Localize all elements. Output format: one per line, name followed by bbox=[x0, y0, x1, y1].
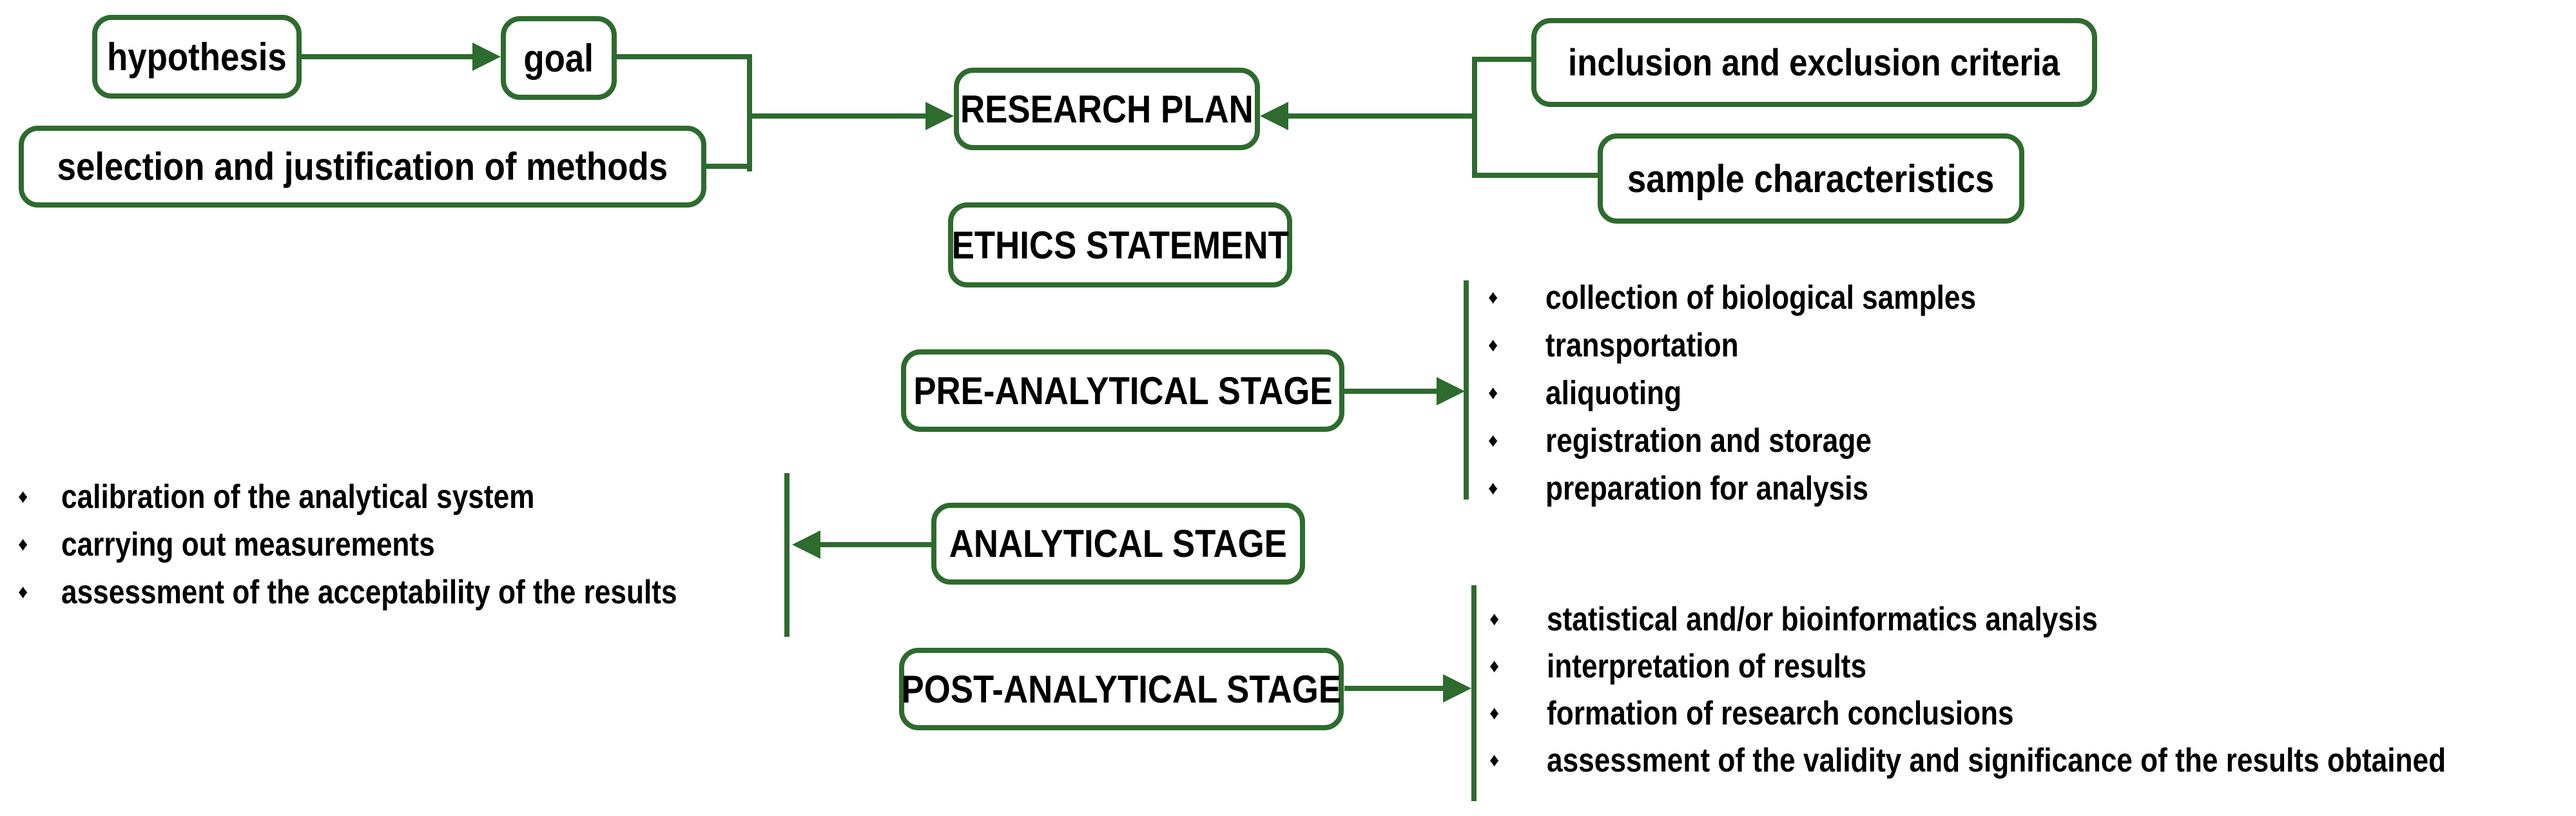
list-item: ♦ registration and storage bbox=[1479, 417, 2568, 465]
list-item-text: collection of biological samples bbox=[1545, 279, 1977, 316]
node-inclusion-exclusion-criteria-label: inclusion and exclusion criteria bbox=[1568, 41, 2060, 84]
connector-analytical-list bbox=[820, 542, 931, 547]
list-item-text: assessment of the validity and significa… bbox=[1547, 741, 2446, 779]
node-post-analytical-stage-label: POST-ANALYTICAL STAGE bbox=[901, 667, 1342, 711]
list-item: ♦ collection of biological samples bbox=[1479, 274, 2568, 322]
list-item-text: statistical and/or bioinformatics analys… bbox=[1547, 600, 2098, 638]
node-sample-characteristics: sample characteristics bbox=[1598, 133, 2024, 224]
list-item-text: aliquoting bbox=[1545, 374, 1682, 412]
node-ethics-statement: ETHICS STATEMENT bbox=[948, 202, 1292, 287]
list-item: ♦ assessment of the validity and signifi… bbox=[1480, 737, 2570, 784]
connector-post-analytical-list bbox=[1344, 686, 1444, 691]
analytical-list-bar bbox=[784, 473, 789, 637]
list-item-text: registration and storage bbox=[1545, 422, 1872, 460]
list-item: ♦ formation of research conclusions bbox=[1480, 690, 2570, 737]
node-methods: selection and justification of methods bbox=[19, 126, 706, 208]
connector-junction-research-plan-right bbox=[1288, 113, 1475, 119]
connector-left-junction-vertical bbox=[747, 54, 752, 171]
connector-goal-junction bbox=[614, 54, 752, 59]
analytical-list: ♦ calibration of the analytical system ♦… bbox=[12, 473, 779, 616]
list-item-text: formation of research conclusions bbox=[1547, 694, 2014, 732]
list-item-text: calibration of the analytical system bbox=[61, 478, 535, 516]
list-item-text: interpretation of results bbox=[1547, 647, 1867, 685]
node-pre-analytical-stage: PRE-ANALYTICAL STAGE bbox=[901, 349, 1344, 432]
list-item-text: carrying out measurements bbox=[61, 526, 435, 563]
bullet-icon: ♦ bbox=[18, 581, 28, 603]
node-pre-analytical-stage-label: PRE-ANALYTICAL STAGE bbox=[913, 369, 1333, 413]
node-analytical-stage-label: ANALYTICAL STAGE bbox=[949, 522, 1288, 565]
arrowhead-right-pre-analytical-icon bbox=[1437, 377, 1465, 405]
pre-analytical-list-bar bbox=[1464, 280, 1469, 500]
connector-pre-analytical-list bbox=[1344, 389, 1438, 394]
list-item: ♦ transportation bbox=[1479, 322, 2568, 369]
list-item-text: transportation bbox=[1545, 327, 1739, 364]
list-item: ♦ statistical and/or bioinformatics anal… bbox=[1480, 596, 2570, 643]
node-analytical-stage: ANALYTICAL STAGE bbox=[931, 503, 1305, 585]
connector-methods-junction bbox=[704, 164, 752, 169]
node-inclusion-exclusion-criteria: inclusion and exclusion criteria bbox=[1531, 18, 2097, 107]
bullet-icon: ♦ bbox=[1488, 382, 1498, 403]
node-research-plan: RESEARCH PLAN bbox=[954, 68, 1260, 150]
list-item: ♦ aliquoting bbox=[1479, 369, 2568, 417]
list-item: ♦ interpretation of results bbox=[1480, 643, 2570, 690]
bullet-icon: ♦ bbox=[1489, 608, 1500, 630]
connector-hypothesis-goal bbox=[302, 54, 474, 59]
bullet-icon: ♦ bbox=[1489, 702, 1500, 724]
bullet-icon: ♦ bbox=[1489, 655, 1500, 677]
post-analytical-list-bar bbox=[1471, 585, 1477, 801]
list-item: ♦ calibration of the analytical system bbox=[12, 473, 779, 521]
bullet-icon: ♦ bbox=[1488, 335, 1498, 356]
connector-junction-sample bbox=[1475, 173, 1598, 178]
node-methods-label: selection and justification of methods bbox=[57, 145, 668, 188]
arrowhead-left-research-plan-icon bbox=[1260, 102, 1288, 130]
bullet-icon: ♦ bbox=[1488, 287, 1498, 308]
arrowhead-right-post-analytical-icon bbox=[1443, 674, 1471, 703]
node-post-analytical-stage: POST-ANALYTICAL STAGE bbox=[899, 648, 1344, 730]
bullet-icon: ♦ bbox=[1488, 430, 1498, 451]
node-ethics-statement-label: ETHICS STATEMENT bbox=[951, 223, 1289, 267]
arrowhead-right-research-plan-icon bbox=[925, 102, 954, 130]
connector-junction-inclusion bbox=[1475, 57, 1531, 62]
arrowhead-right-goal-icon bbox=[472, 43, 501, 71]
node-goal-label: goal bbox=[523, 36, 594, 80]
bullet-icon: ♦ bbox=[18, 534, 28, 555]
node-sample-characteristics-label: sample characteristics bbox=[1627, 157, 1995, 200]
connector-right-junction-vertical bbox=[1472, 57, 1477, 178]
node-hypothesis: hypothesis bbox=[92, 15, 302, 99]
arrowhead-left-analytical-icon bbox=[792, 530, 820, 559]
post-analytical-list: ♦ statistical and/or bioinformatics anal… bbox=[1480, 596, 2570, 784]
list-item-text: preparation for analysis bbox=[1545, 470, 1869, 507]
list-item-text: assessment of the acceptability of the r… bbox=[61, 574, 677, 611]
node-research-plan-label: RESEARCH PLAN bbox=[960, 87, 1254, 131]
connector-junction-research-plan bbox=[750, 113, 927, 119]
list-item: ♦ carrying out measurements bbox=[12, 521, 779, 568]
node-goal: goal bbox=[501, 16, 617, 100]
node-hypothesis-label: hypothesis bbox=[107, 35, 287, 79]
bullet-icon: ♦ bbox=[1488, 478, 1498, 499]
pre-analytical-list: ♦ collection of biological samples ♦ tra… bbox=[1479, 274, 2568, 512]
bullet-icon: ♦ bbox=[1489, 749, 1500, 771]
list-item: ♦ preparation for analysis bbox=[1479, 465, 2568, 512]
bullet-icon: ♦ bbox=[18, 486, 28, 507]
list-item: ♦ assessment of the acceptability of the… bbox=[12, 568, 779, 616]
